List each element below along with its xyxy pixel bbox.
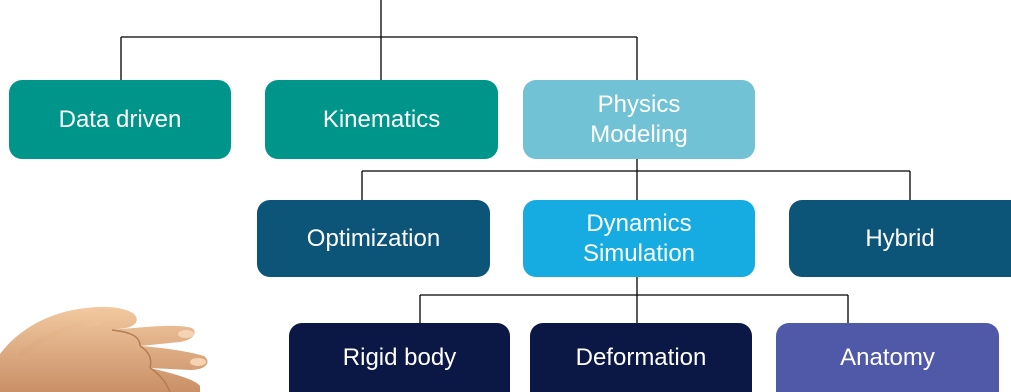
dynamics-simulation-label: Dynamics Simulation: [582, 209, 696, 267]
optimization-box: Optimization: [257, 200, 490, 277]
data-driven-box: Data driven: [9, 80, 231, 159]
anatomy-box: Anatomy: [776, 323, 999, 392]
hybrid-box: Hybrid: [789, 200, 1011, 277]
deformation-label: Deformation: [575, 343, 707, 371]
rigid-body-label: Rigid body: [342, 343, 457, 371]
rigid-body-box: Rigid body: [289, 323, 510, 392]
kinematics-box: Kinematics: [265, 80, 498, 159]
hand-icon: [0, 306, 208, 392]
kinematics-label: Kinematics: [322, 105, 441, 133]
dynamics-simulation-box: Dynamics Simulation: [523, 200, 755, 277]
deformation-box: Deformation: [530, 323, 752, 392]
optimization-label: Optimization: [306, 224, 441, 252]
anatomy-label: Anatomy: [840, 343, 935, 371]
data-driven-label: Data driven: [58, 105, 182, 133]
physics-modeling-label: Physics Modeling: [590, 90, 688, 148]
hybrid-label: Hybrid: [865, 224, 935, 252]
physics-modeling-box: Physics Modeling: [523, 80, 755, 159]
